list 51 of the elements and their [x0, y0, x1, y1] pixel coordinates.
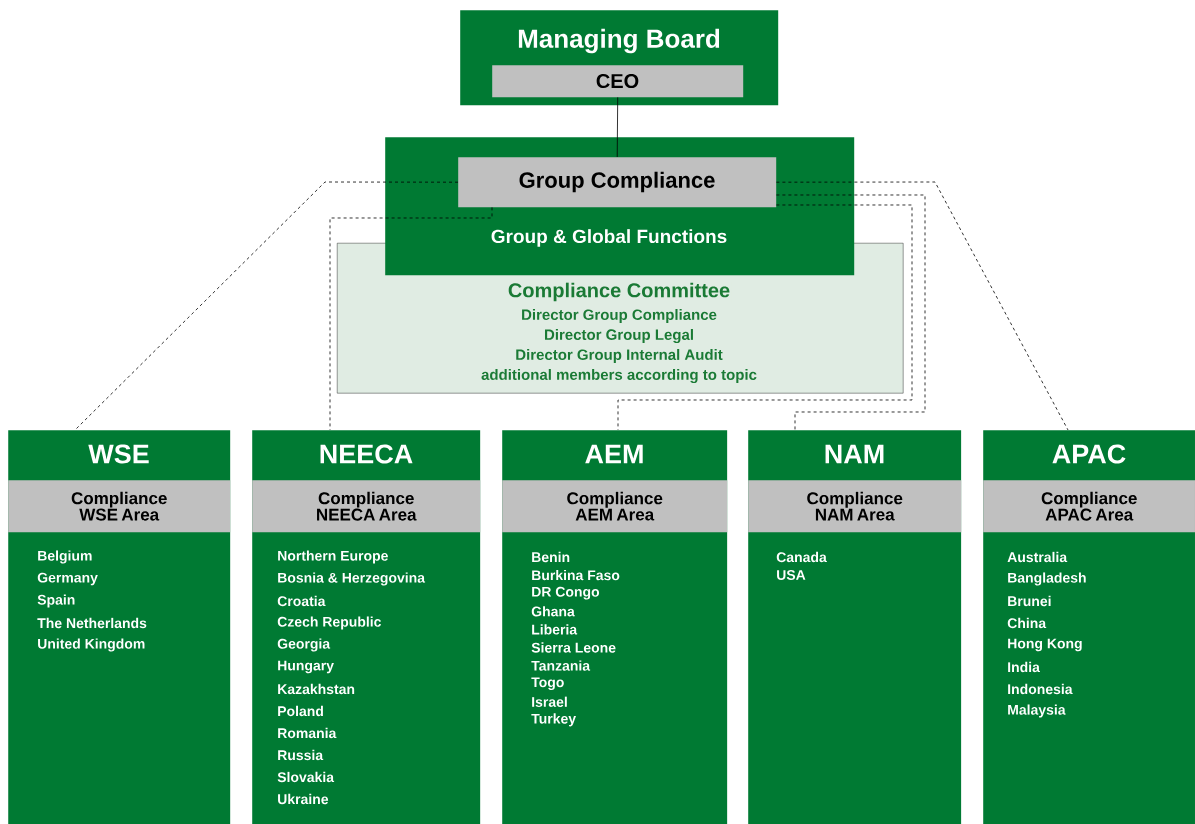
member-line: Director Group Internal Audit — [514, 348, 724, 364]
country-name: Canada — [776, 551, 827, 563]
country-name: Hungary — [278, 660, 334, 674]
country-name: Croatia — [277, 595, 326, 607]
title-bar: Compliance NEECA Area — [252, 480, 481, 533]
country-name: Hong Kong — [1008, 638, 1082, 652]
country-name: United Kingdom — [38, 638, 145, 652]
country-name: Bangladesh — [1008, 572, 1086, 586]
country-name: Czech Republic — [277, 616, 381, 630]
country-name: Benin — [532, 551, 570, 563]
country-name: Ghana — [531, 606, 575, 617]
country-name: Georgia — [277, 638, 331, 652]
connector-line — [776, 181, 1069, 431]
country-name: Malaysia — [1008, 704, 1066, 718]
country-name: China — [1007, 617, 1047, 629]
country-name: Russia — [278, 749, 324, 761]
country-name: Romania — [278, 727, 337, 739]
country-name: Slovakia — [277, 771, 335, 783]
title-bar: Compliance APAC Area — [983, 480, 1195, 533]
country-name: Poland — [278, 705, 323, 717]
country-name: Sierra Leone — [531, 642, 616, 653]
title-bar: Compliance NAM Area — [748, 480, 962, 533]
country-name: Ukraine — [278, 793, 329, 805]
member-line: Director Group Compliance — [520, 308, 718, 324]
country-name: India — [1008, 661, 1040, 673]
country-name: Indonesia — [1008, 683, 1073, 695]
country-name: Israel — [532, 696, 567, 707]
connector-line — [616, 97, 619, 158]
country-name: Bosnia & Herzegovina — [278, 572, 426, 586]
country-name: Burkina Faso — [532, 569, 620, 581]
title-bar: Compliance WSE Area — [8, 480, 231, 533]
country-name: Turkey — [531, 713, 576, 727]
title-bar: CEO — [492, 65, 744, 98]
country-name: Kazakhstan — [278, 683, 355, 695]
country-name: Northern Europe — [278, 550, 388, 564]
country-name: Togo — [531, 677, 564, 690]
country-name: Spain — [37, 594, 75, 608]
country-name: Liberia — [532, 624, 578, 635]
title-bar: Group Compliance — [458, 157, 777, 208]
country-name: The Netherlands — [37, 617, 147, 629]
title-bar: Compliance AEM Area — [502, 480, 728, 533]
connector-line — [74, 181, 459, 431]
country-name: USA — [777, 570, 806, 580]
country-name: Belgium — [38, 550, 92, 564]
country-name: Australia — [1007, 551, 1068, 563]
country-name: DR Congo — [532, 586, 600, 600]
connector-line — [617, 204, 913, 431]
country-name: Brunei — [1008, 595, 1051, 607]
country-name: Tanzania — [531, 660, 591, 671]
connector-line — [329, 207, 493, 431]
country-name: Germany — [37, 572, 98, 586]
